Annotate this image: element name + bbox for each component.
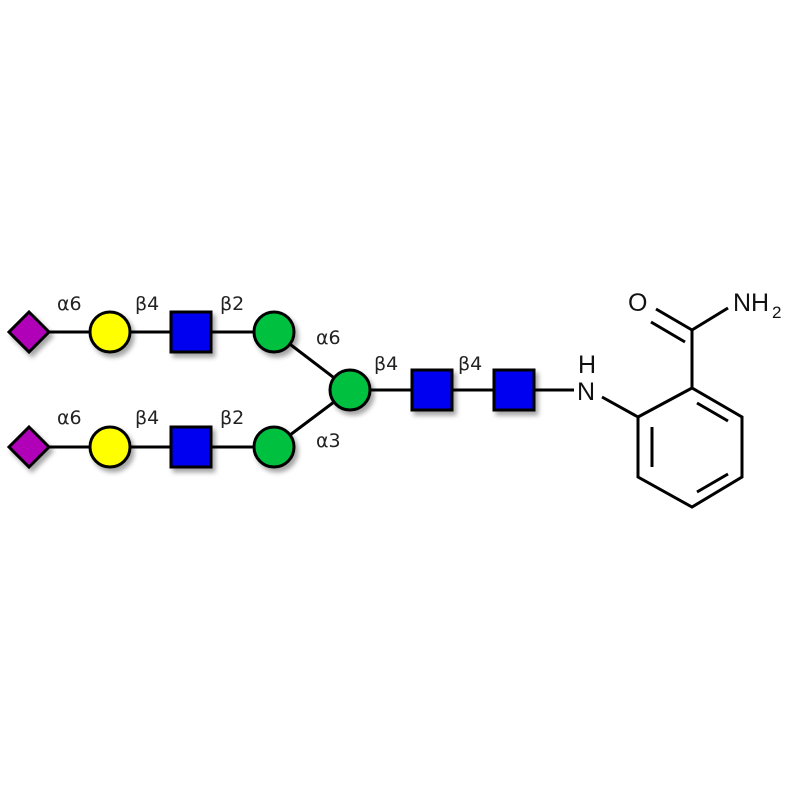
core-mannose-circle-icon bbox=[328, 368, 372, 412]
linkage-label: β2 bbox=[220, 293, 244, 315]
linkage-label: β4 bbox=[458, 353, 482, 375]
bond-c-o bbox=[655, 307, 693, 332]
atom-h: H bbox=[578, 351, 596, 379]
mannose-circle-icon bbox=[252, 310, 296, 354]
linkage-label: α6 bbox=[57, 407, 82, 429]
linkage-label: β4 bbox=[135, 407, 159, 429]
atom-nh: NH bbox=[733, 289, 769, 317]
bottom-antenna bbox=[6, 424, 296, 470]
glcnac-reducing-square-icon bbox=[492, 368, 536, 412]
glcnac-square-icon bbox=[169, 425, 213, 469]
linkage-label: β2 bbox=[220, 407, 244, 429]
atom-n: N bbox=[577, 378, 595, 406]
linkage-label: α6 bbox=[316, 327, 341, 349]
linkage-label: β4 bbox=[374, 353, 398, 375]
ring-double-bond bbox=[696, 472, 729, 494]
bond-n-ring bbox=[601, 395, 639, 419]
neu5ac-diamond-icon bbox=[6, 424, 52, 470]
benzene-ring bbox=[636, 386, 744, 509]
galactose-circle-icon bbox=[88, 310, 132, 354]
bond-c-o-double bbox=[650, 320, 686, 344]
linkage-labels: α6 β4 β2 α6 α6 β4 β2 α3 β4 β4 bbox=[57, 293, 482, 452]
linkage-label: α3 bbox=[316, 430, 341, 452]
atom-subscript: 2 bbox=[772, 303, 781, 322]
bond-c-n bbox=[691, 306, 729, 332]
aminobenzamide-structure: H N O NH 2 bbox=[577, 289, 781, 509]
atom-o: O bbox=[628, 289, 647, 317]
galactose-circle-icon bbox=[88, 425, 132, 469]
core bbox=[328, 368, 536, 412]
ring-double-bond bbox=[696, 401, 729, 423]
top-antenna bbox=[6, 309, 296, 355]
glcnac-square-icon bbox=[169, 310, 213, 354]
linkage-label: α6 bbox=[57, 293, 82, 315]
linkage-label: β4 bbox=[135, 293, 159, 315]
glcnac-square-icon bbox=[410, 368, 454, 412]
mannose-circle-icon bbox=[252, 425, 296, 469]
neu5ac-diamond-icon bbox=[6, 309, 52, 355]
